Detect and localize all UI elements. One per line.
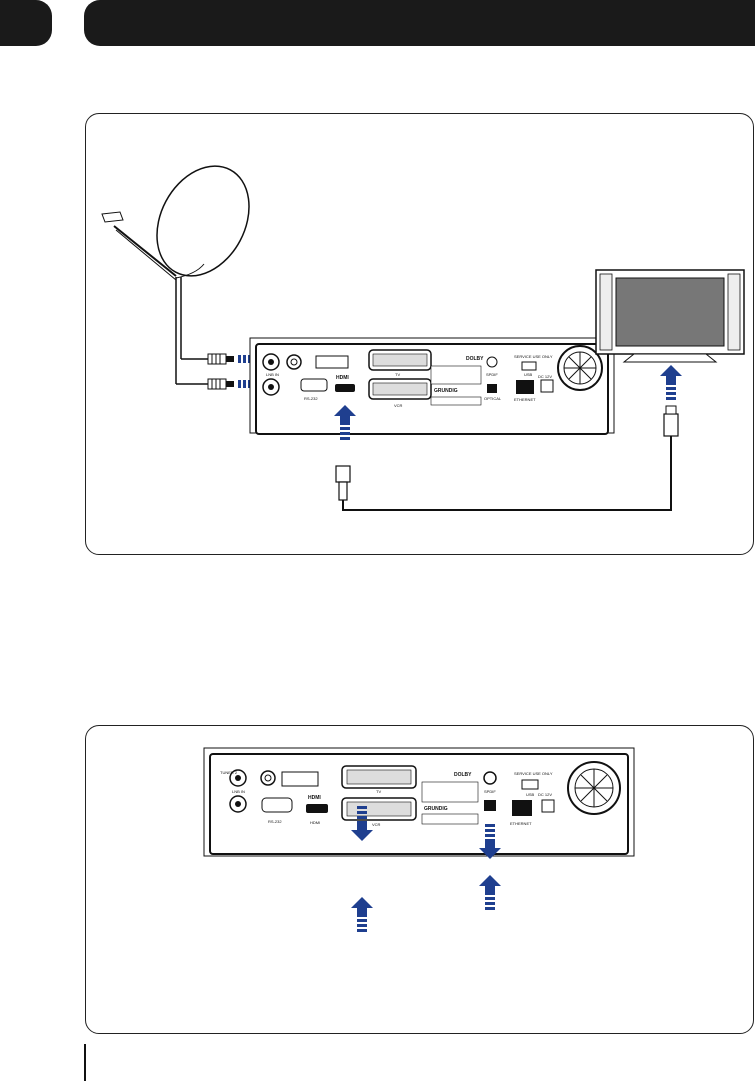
hdmi-logo-label-2: HDMI [308, 795, 321, 801]
service-label: SERVICE USE ONLY [514, 354, 553, 359]
lnb-in-label: LNB IN [266, 372, 279, 377]
service-label-2: SERVICE USE ONLY [514, 771, 553, 776]
brand-label: GRUNDIG [434, 388, 458, 394]
vcr-label-2: VCR [372, 822, 381, 827]
dc-in-label: DC 12V [538, 374, 552, 379]
optical-label: OPTICAL [484, 396, 502, 401]
spdif-label-2: SPDIF [484, 789, 496, 794]
dc-in-label-2: DC 12V [538, 792, 552, 797]
page-margin-line [84, 1044, 86, 1081]
diagram-satellite-tv: LNB IN RS-232 HDMI TV VCR DOLBY GRUNDIG … [85, 113, 754, 555]
tuner2-label: TUNER 2 [220, 770, 238, 775]
hdmi-label-2: HDMI [310, 820, 320, 825]
usb-label: USB [524, 372, 533, 377]
rs232-label: RS-232 [304, 396, 318, 401]
usb-label-2: USB [526, 792, 535, 797]
ethernet-label: ETHERNET [514, 397, 536, 402]
brand-label-2: GRUNDIG [424, 806, 448, 812]
spdif-label: SPDIF [486, 372, 498, 377]
television-icon [595, 269, 745, 363]
header-bar [84, 0, 755, 46]
tv-label: TV [395, 372, 400, 377]
dolby-label-2: DOLBY [454, 772, 472, 778]
vcr-label: VCR [394, 403, 403, 408]
lnb-in-label-2: LNB IN [232, 789, 245, 794]
dolby-label: DOLBY [466, 356, 484, 362]
rs232-label-2: RS-232 [268, 819, 282, 824]
ethernet-label-2: ETHERNET [510, 821, 532, 826]
receiver-back-panel: LNB IN RS-232 HDMI TV VCR DOLBY GRUNDIG … [249, 337, 615, 435]
hdmi-cable-icon [335, 405, 679, 511]
header-tab [0, 0, 52, 46]
hdmi-logo-label: HDMI [336, 375, 349, 381]
diagram-scart-spdif: TUNER 2 LNB IN RS-232 HDMI HDMI TV VCR D… [85, 725, 754, 1034]
receiver-back-panel-2: TUNER 2 LNB IN RS-232 HDMI HDMI TV VCR D… [203, 747, 635, 857]
coax-connector-icon [207, 353, 234, 390]
satellite-dish-icon [101, 165, 250, 385]
tv-label-2: TV [376, 789, 381, 794]
